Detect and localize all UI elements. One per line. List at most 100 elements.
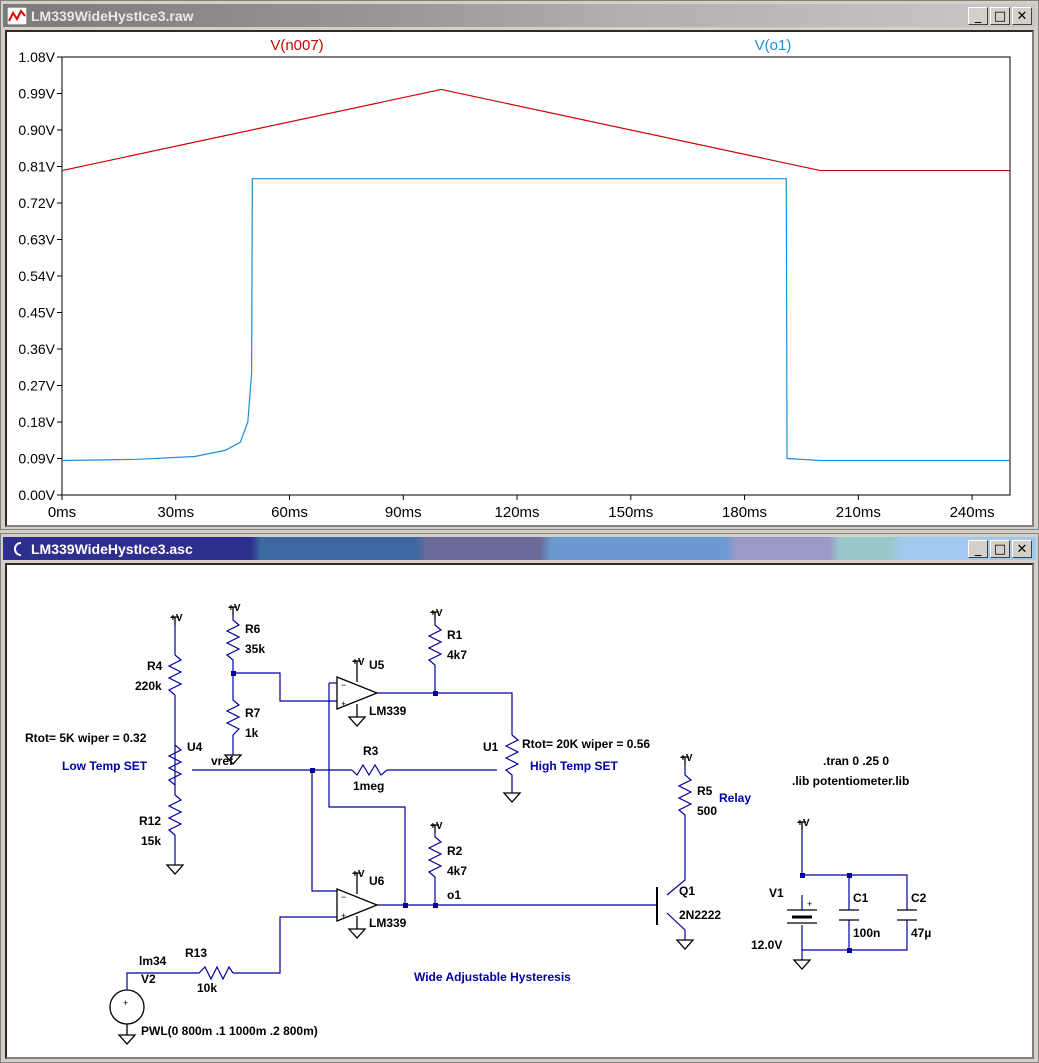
x-tick-label: 150ms xyxy=(608,504,653,521)
v1-plus: + xyxy=(807,899,812,909)
x-tick-label: 210ms xyxy=(836,504,881,521)
r5-label[interactable]: R5 xyxy=(697,784,713,798)
lib-directive[interactable]: .lib potentiometer.lib xyxy=(792,774,909,788)
rtot-u1[interactable]: Rtot= 20K wiper = 0.56 xyxy=(522,737,650,751)
u6-label[interactable]: U6 xyxy=(369,874,385,888)
vcc-label-u6: +V xyxy=(352,869,365,880)
r2-label[interactable]: R2 xyxy=(447,844,463,858)
waveform-icon xyxy=(7,6,27,25)
q1-part[interactable]: 2N2222 xyxy=(679,908,721,922)
high-temp-label[interactable]: High Temp SET xyxy=(530,759,618,773)
relay-label[interactable]: Relay xyxy=(719,791,751,805)
u5-part[interactable]: LM339 xyxy=(369,704,407,718)
legend-v-o1[interactable]: V(o1) xyxy=(755,37,792,54)
minimize-button[interactable]: _ xyxy=(968,7,988,25)
vref-label[interactable]: vref xyxy=(211,754,234,768)
y-tick-label: 0.00V xyxy=(18,487,55,503)
v2-plus: + xyxy=(123,998,128,1008)
legend-v-n007[interactable]: V(n007) xyxy=(270,37,323,54)
schematic-title: LM339WideHystIce3.asc xyxy=(31,540,193,557)
r6-value[interactable]: 35k xyxy=(245,642,265,656)
x-tick-label: 30ms xyxy=(157,504,194,521)
schematic-titlebar[interactable]: LM339WideHystIce3.asc _ □ ✕ xyxy=(3,537,1036,560)
r7-label[interactable]: R7 xyxy=(245,706,261,720)
y-tick-label: 0.27V xyxy=(18,378,55,394)
waveform-chart[interactable]: V(n007) V(o1) 0.00V0.09V0.18V0.27V0.36V0… xyxy=(7,32,1034,525)
r12-label[interactable]: R12 xyxy=(139,814,161,828)
close-button[interactable]: ✕ xyxy=(1012,7,1032,25)
vcc-label-r1: +V xyxy=(430,608,443,619)
o1-label[interactable]: o1 xyxy=(447,888,461,902)
vcc-label-r4: +V xyxy=(170,613,183,624)
schematic-window: LM339WideHystIce3.asc _ □ ✕ xyxy=(0,533,1039,1063)
waveform-title: LM339WideHystIce3.raw xyxy=(31,7,194,24)
r4-label[interactable]: R4 xyxy=(147,659,163,673)
trace-v-o1[interactable] xyxy=(61,178,1010,462)
r3-value[interactable]: 1meg xyxy=(353,779,384,793)
c1-value[interactable]: 100n xyxy=(853,926,880,940)
x-tick-label: 0ms xyxy=(48,504,76,521)
plot-frame xyxy=(61,56,1011,496)
vcc-label-r5: +V xyxy=(680,753,693,764)
r13-value[interactable]: 10k xyxy=(197,981,217,995)
pwl-label[interactable]: PWL(0 800m .1 1000m .2 800m) xyxy=(141,1024,318,1038)
u5-label[interactable]: U5 xyxy=(369,658,385,672)
r1-value[interactable]: 4k7 xyxy=(447,648,467,662)
maximize-button[interactable]: □ xyxy=(990,540,1010,558)
y-tick-label: 0.45V xyxy=(18,305,55,321)
lm34-label[interactable]: lm34 xyxy=(139,954,167,968)
u6-part[interactable]: LM339 xyxy=(369,916,407,930)
schematic-drawing[interactable]: +V +V +V +V +V +V +V +V R4 220k R6 35k R… xyxy=(7,565,1034,1057)
u6-plus: + xyxy=(341,911,346,921)
x-tick-label: 180ms xyxy=(722,504,767,521)
y-tick-label: 0.99V xyxy=(18,86,55,102)
vcc-label-r2: +V xyxy=(430,821,443,832)
x-tick-label: 120ms xyxy=(495,504,540,521)
y-tick-label: 0.63V xyxy=(18,232,55,248)
y-tick-label: 0.81V xyxy=(18,159,55,175)
u1-label[interactable]: U1 xyxy=(483,740,499,754)
r3-label[interactable]: R3 xyxy=(363,744,379,758)
maximize-button[interactable]: □ xyxy=(990,7,1010,25)
x-tick-label: 240ms xyxy=(950,504,995,521)
rtot-u4[interactable]: Rtot= 5K wiper = 0.32 xyxy=(25,731,147,745)
r1-label[interactable]: R1 xyxy=(447,628,463,642)
u5-minus: − xyxy=(341,680,346,690)
y-tick-label: 0.54V xyxy=(18,268,55,284)
waveform-titlebar[interactable]: LM339WideHystIce3.raw _ □ ✕ xyxy=(3,4,1036,27)
c2-label[interactable]: C2 xyxy=(911,891,927,905)
y-tick-label: 0.90V xyxy=(18,122,55,138)
vcc-label-r6: +V xyxy=(228,603,241,614)
y-tick-label: 1.08V xyxy=(18,49,55,65)
r13-label[interactable]: R13 xyxy=(185,946,207,960)
x-tick-label: 90ms xyxy=(385,504,422,521)
r2-value[interactable]: 4k7 xyxy=(447,864,467,878)
schematic-canvas[interactable]: +V +V +V +V +V +V +V +V R4 220k R6 35k R… xyxy=(5,563,1034,1059)
y-tick-label: 0.36V xyxy=(18,341,55,357)
q1-label[interactable]: Q1 xyxy=(679,884,695,898)
waveform-window: LM339WideHystIce3.raw _ □ ✕ V(n007) V(o1… xyxy=(0,0,1039,530)
x-tick-label: 60ms xyxy=(271,504,308,521)
v2-label[interactable]: V2 xyxy=(141,972,156,986)
minimize-button[interactable]: _ xyxy=(968,540,988,558)
tran-directive[interactable]: .tran 0 .25 0 xyxy=(823,754,889,768)
low-temp-label[interactable]: Low Temp SET xyxy=(62,759,148,773)
vcc-label-v1: +V xyxy=(797,818,810,829)
r6-label[interactable]: R6 xyxy=(245,622,261,636)
v1-value[interactable]: 12.0V xyxy=(751,938,782,952)
v1-label[interactable]: V1 xyxy=(769,886,784,900)
close-button[interactable]: ✕ xyxy=(1012,540,1032,558)
r4-value[interactable]: 220k xyxy=(135,679,162,693)
r7-value[interactable]: 1k xyxy=(245,726,259,740)
u6-minus: − xyxy=(341,892,346,902)
c1-label[interactable]: C1 xyxy=(853,891,869,905)
r12-value[interactable]: 15k xyxy=(141,834,161,848)
c2-value[interactable]: 47µ xyxy=(911,926,931,940)
caption-label[interactable]: Wide Adjustable Hysteresis xyxy=(414,970,571,984)
y-tick-label: 0.09V xyxy=(18,451,55,467)
r5-value[interactable]: 500 xyxy=(697,804,717,818)
trace-v-n007[interactable] xyxy=(61,88,1010,172)
schematic-icon xyxy=(14,541,22,556)
u4-label[interactable]: U4 xyxy=(187,740,203,754)
